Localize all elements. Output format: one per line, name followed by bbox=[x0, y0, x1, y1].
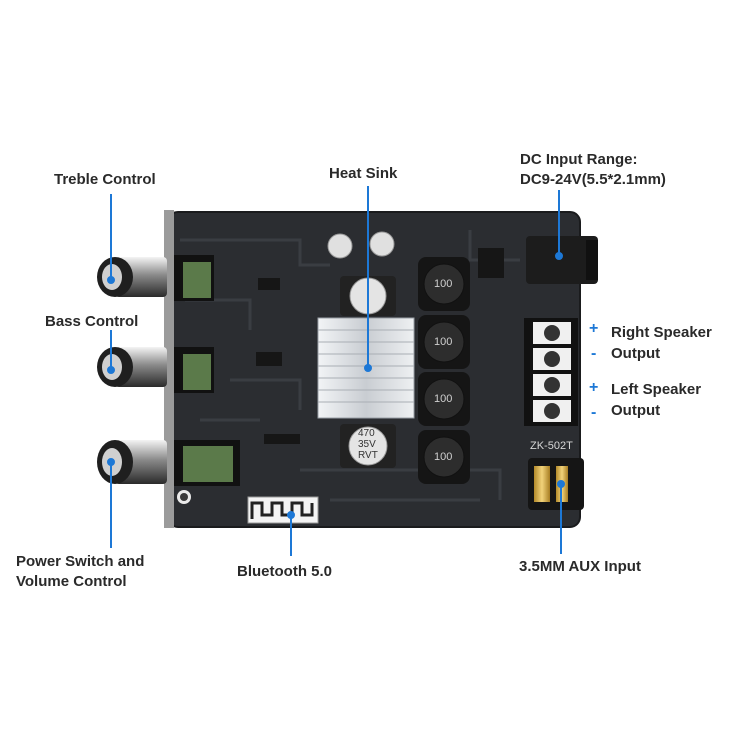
dc-input-label-line1: DC Input Range: bbox=[520, 151, 638, 168]
left-speaker-label-line2: Output bbox=[611, 402, 661, 419]
capacitor-text-3: RVT bbox=[358, 450, 378, 461]
bass-knob[interactable] bbox=[97, 347, 167, 387]
treble-control-label: Treble Control bbox=[54, 171, 156, 188]
capacitor-text-1: 470 bbox=[358, 428, 375, 439]
callout-lines bbox=[107, 186, 565, 556]
heat-sink-label: Heat Sink bbox=[329, 165, 398, 182]
right-minus-sign: - bbox=[591, 345, 597, 362]
power-switch-label-line1: Power Switch and bbox=[16, 553, 145, 570]
right-plus-sign: + bbox=[589, 320, 599, 337]
bluetooth-antenna bbox=[247, 496, 319, 524]
pot-bodies bbox=[174, 255, 240, 486]
right-speaker-label-line2: Output bbox=[611, 345, 661, 362]
speaker-terminal-block[interactable] bbox=[524, 318, 578, 426]
treble-knob[interactable] bbox=[97, 257, 167, 297]
inductor-1 bbox=[418, 257, 470, 311]
left-minus-sign: - bbox=[591, 404, 597, 421]
capacitor-small-right bbox=[369, 231, 395, 257]
bass-control-label: Bass Control bbox=[45, 313, 139, 330]
right-speaker-label-line1: Right Speaker bbox=[611, 324, 712, 341]
inductor-label-4: 100 bbox=[434, 451, 453, 463]
dc-jack[interactable] bbox=[526, 236, 598, 284]
capacitor-small-left bbox=[327, 233, 353, 259]
inductor-label-1: 100 bbox=[434, 278, 453, 290]
inductor-label-2: 100 bbox=[434, 336, 453, 348]
dc-input-label-line2: DC9-24V(5.5*2.1mm) bbox=[520, 171, 666, 188]
ic-chips bbox=[256, 248, 504, 444]
left-speaker-label-line1: Left Speaker bbox=[611, 381, 702, 398]
inductor-2 bbox=[418, 315, 470, 369]
model-label: ZK-502T bbox=[530, 440, 573, 452]
power-switch-label-line2: Volume Control bbox=[16, 573, 127, 590]
left-plus-sign: + bbox=[589, 379, 599, 396]
capacitor-text-2: 35V bbox=[358, 439, 376, 450]
bluetooth-label: Bluetooth 5.0 bbox=[237, 563, 333, 580]
inductor-label-3: 100 bbox=[434, 393, 453, 405]
inductor-4 bbox=[418, 430, 470, 484]
aux-input-label: 3.5MM AUX Input bbox=[519, 558, 641, 575]
aux-jack[interactable] bbox=[528, 458, 584, 510]
capacitor-large-bottom bbox=[340, 424, 396, 468]
inductor-3 bbox=[418, 372, 470, 426]
